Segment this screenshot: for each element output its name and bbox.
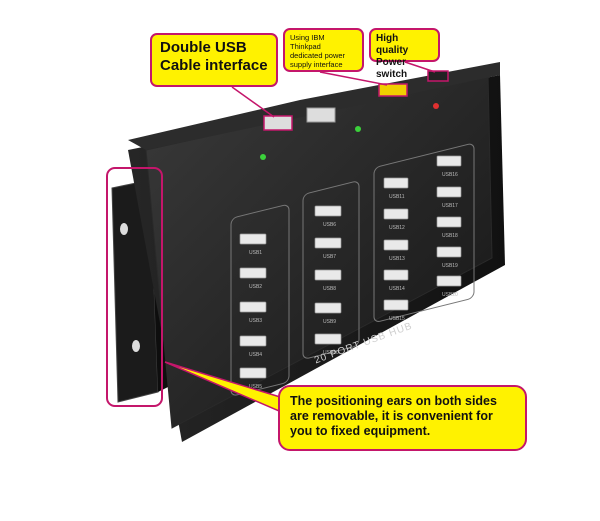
- port-label: USB14: [389, 286, 405, 292]
- port-label: USB7: [323, 254, 336, 260]
- usb-ports-right-b: [436, 155, 462, 287]
- callout-removable-ears: The positioning ears on both sides are r…: [278, 385, 527, 451]
- led-green-2: [355, 126, 361, 132]
- callout-line: The positioning ears on both sides: [290, 394, 497, 408]
- power-switch: [427, 70, 449, 82]
- callout-ibm-power: Using IBM Thinkpad dedicated power suppl…: [283, 28, 364, 72]
- port-label: USB4: [249, 352, 262, 358]
- callout-line: Cable interface: [160, 57, 268, 74]
- port-label: USB18: [442, 233, 458, 239]
- callout-line: Using IBM Thinkpad: [290, 33, 325, 51]
- usb-ports-right-a: [383, 177, 409, 311]
- callout-power-switch: High quality Power switch: [369, 28, 440, 80]
- port-label: USB9: [323, 319, 336, 325]
- port-label: USB20: [442, 292, 458, 298]
- port-label: USB17: [442, 203, 458, 209]
- port-label: USB19: [442, 263, 458, 269]
- callout-line: Double USB: [160, 39, 247, 56]
- callout-line: you to fixed equipment.: [290, 424, 431, 438]
- usb-ports-left: [239, 233, 267, 379]
- power-jack: [378, 83, 408, 97]
- callout-line: High quality: [376, 33, 409, 56]
- port-label: USB1: [249, 250, 262, 256]
- port-label: USB8: [323, 286, 336, 292]
- usb-b-connectors: [263, 107, 336, 131]
- callout-line: supply interface: [290, 60, 343, 69]
- port-label: USB11: [389, 194, 405, 200]
- usb-ports-mid: [314, 205, 342, 345]
- port-label: USB12: [389, 225, 405, 231]
- port-label: USB6: [323, 222, 336, 228]
- ear-highlight: [106, 167, 163, 407]
- port-label: USB16: [442, 172, 458, 178]
- port-label: USB5: [249, 384, 262, 390]
- port-label: USB2: [249, 284, 262, 290]
- led-red: [433, 103, 439, 109]
- port-label: USB3: [249, 318, 262, 324]
- callout-line: Power switch: [376, 57, 408, 80]
- callout-line: are removable, it is convenient for: [290, 409, 493, 423]
- led-green-1: [260, 154, 266, 160]
- port-label: USB15: [389, 316, 405, 322]
- port-label: USB10: [323, 350, 339, 356]
- port-label: USB13: [389, 256, 405, 262]
- callout-usb-cable: Double USB Cable interface: [150, 33, 278, 87]
- callout-line: dedicated power: [290, 51, 346, 60]
